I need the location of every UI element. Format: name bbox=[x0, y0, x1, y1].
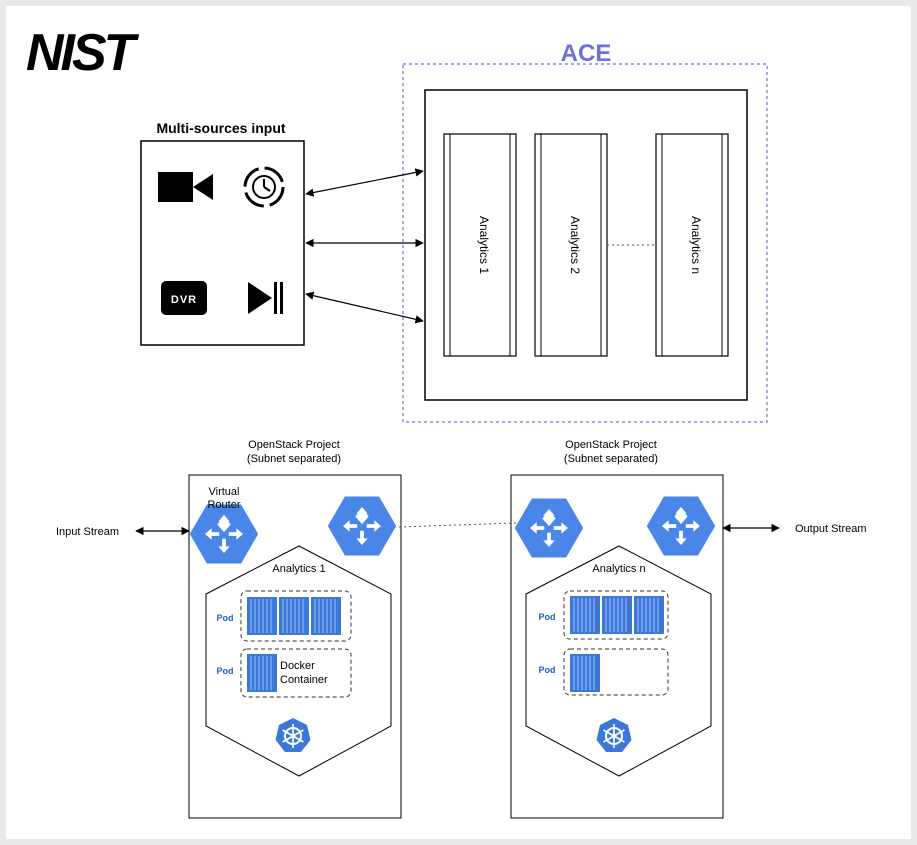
analytics-1-cluster-label: Analytics 1 bbox=[272, 563, 325, 575]
output-stream-label: Output Stream bbox=[795, 523, 867, 535]
docker-container-label-line1: Docker bbox=[280, 660, 315, 672]
analytics-column-n: Analytics n bbox=[655, 133, 729, 357]
pod-label-2: Pod bbox=[217, 666, 234, 676]
diagram-canvas: NIST ACE Analytics 1 Analytics 2 Analyti… bbox=[6, 6, 911, 839]
pod-label-1: Pod bbox=[217, 613, 234, 623]
dvr-label: DVR bbox=[171, 294, 197, 306]
router-label-line1: Virtual bbox=[209, 486, 240, 498]
pod-3 bbox=[563, 590, 669, 640]
docker-container-label-line2: Container bbox=[280, 674, 328, 686]
ace-boundary bbox=[402, 63, 768, 423]
project-link-line bbox=[398, 522, 517, 528]
dvr-icon: DVR bbox=[161, 281, 207, 315]
pod-2 bbox=[240, 648, 352, 698]
clock-refresh-icon bbox=[243, 166, 285, 208]
link-arrow-3 bbox=[305, 291, 424, 324]
link-arrow-1 bbox=[305, 168, 424, 197]
project-1-caption-line2: (Subnet separated) bbox=[247, 453, 341, 465]
ace-cluster-box bbox=[424, 89, 748, 401]
analytics-column-1: Analytics 1 bbox=[443, 133, 517, 357]
container-icon bbox=[247, 597, 277, 635]
pod-label-4: Pod bbox=[539, 665, 556, 675]
nist-logo: NIST bbox=[26, 24, 140, 82]
container-icon bbox=[602, 596, 632, 634]
pod-1 bbox=[240, 590, 352, 642]
container-icon bbox=[570, 654, 600, 692]
ace-title: ACE bbox=[561, 40, 612, 67]
play-pause-icon bbox=[248, 282, 283, 314]
router-label-line2: Router bbox=[207, 499, 240, 511]
analytics-2-label: Analytics 2 bbox=[568, 216, 582, 274]
container-icon bbox=[311, 597, 341, 635]
analytics-column-2: Analytics 2 bbox=[534, 133, 608, 357]
video-camera-icon bbox=[158, 172, 213, 202]
container-icon bbox=[247, 654, 277, 692]
analytics-n-cluster-label: Analytics n bbox=[592, 563, 645, 575]
architecture-diagram: NIST ACE Analytics 1 Analytics 2 Analyti… bbox=[26, 24, 867, 819]
analytics-1-label: Analytics 1 bbox=[477, 216, 491, 274]
pod-4 bbox=[563, 648, 669, 696]
input-stream-label: Input Stream bbox=[56, 526, 119, 538]
container-icon bbox=[634, 596, 664, 634]
project-1-caption-line1: OpenStack Project bbox=[248, 439, 340, 451]
project-2-caption-line2: (Subnet separated) bbox=[564, 453, 658, 465]
analytics-n-label: Analytics n bbox=[689, 216, 703, 274]
project-2-caption-line1: OpenStack Project bbox=[565, 439, 657, 451]
container-icon bbox=[570, 596, 600, 634]
pod-label-3: Pod bbox=[539, 612, 556, 622]
container-icon bbox=[279, 597, 309, 635]
sources-title: Multi-sources input bbox=[156, 120, 285, 136]
